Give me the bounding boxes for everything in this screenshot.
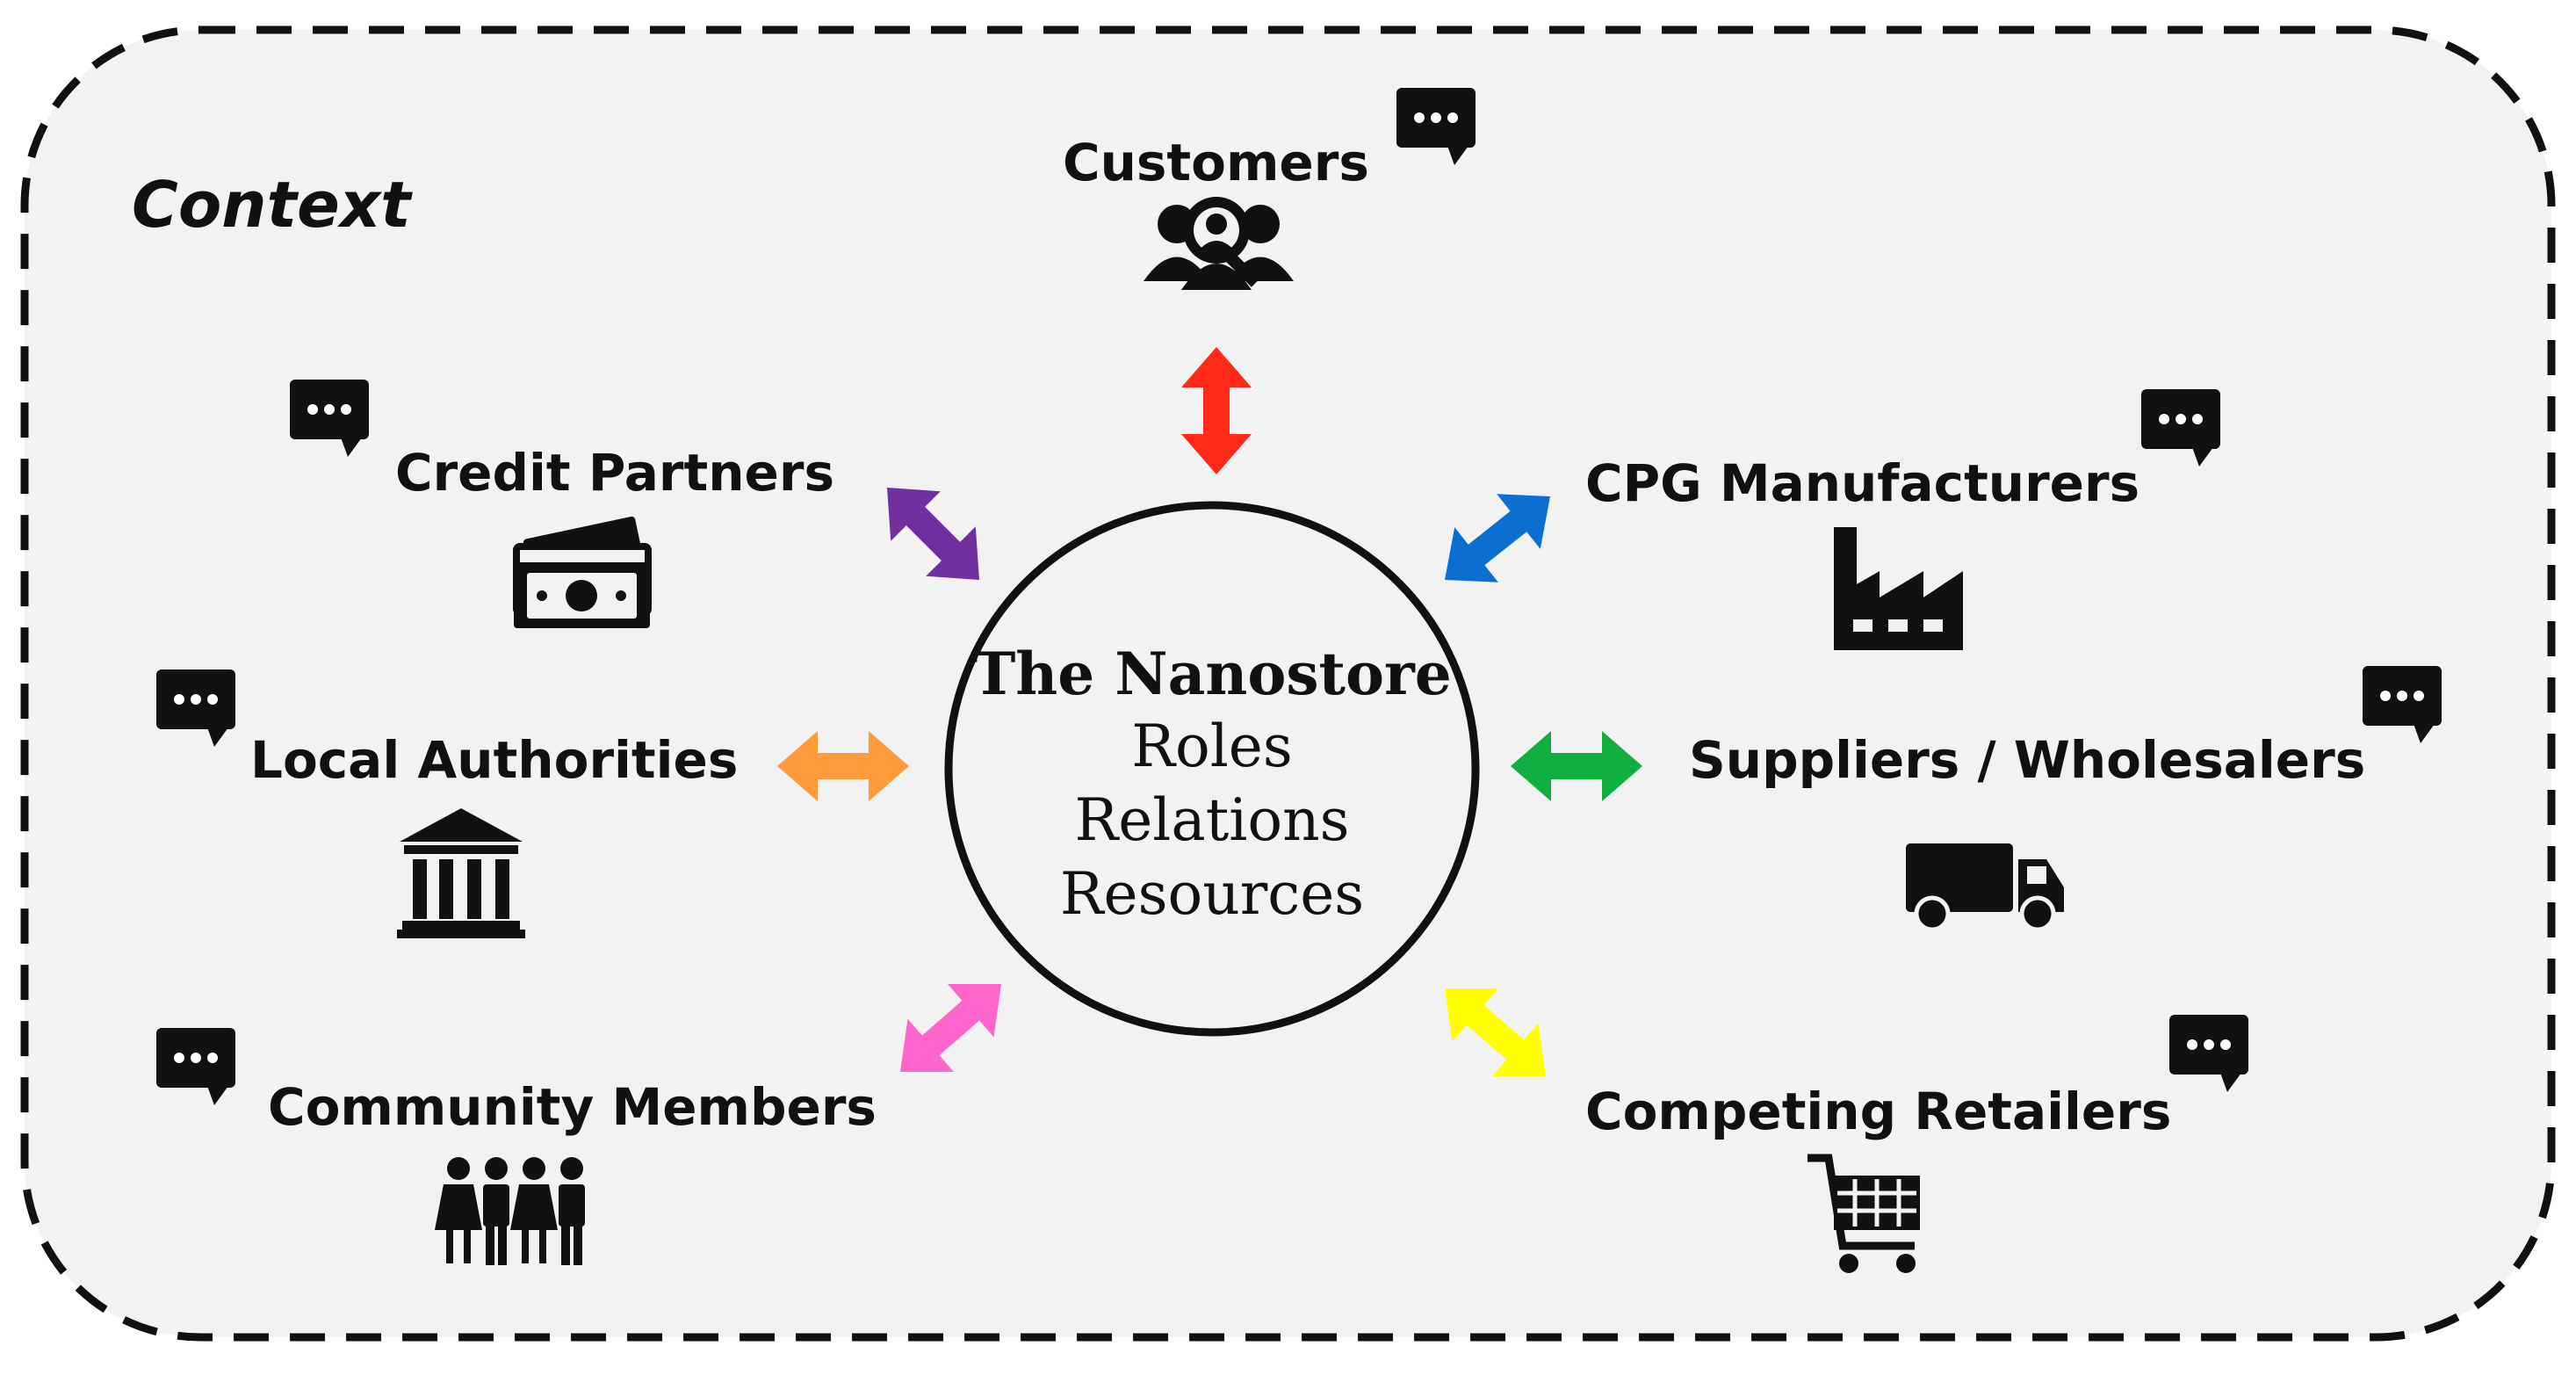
center-title: The Nanostore <box>972 640 1452 708</box>
government-building-icon <box>397 808 525 938</box>
cash-icon <box>513 516 652 628</box>
customer-search-icon <box>1144 197 1294 290</box>
factory-icon <box>1834 527 1963 650</box>
label-credit-partners: Credit Partners <box>395 443 834 503</box>
truck-icon <box>1906 843 2064 932</box>
arrow-local-authorities <box>777 731 909 801</box>
label-local-authorities: Local Authorities <box>250 730 738 790</box>
label-suppliers-wholesalers: Suppliers / Wholesalers <box>1689 730 2365 790</box>
nanostore-circle <box>944 501 1480 1037</box>
center-line-roles: Roles <box>1131 713 1292 780</box>
arrow-cpg-manufacturers <box>1445 494 1550 583</box>
center-line-relations: Relations <box>1075 786 1350 854</box>
people-icon <box>435 1157 585 1265</box>
arrow-customers <box>1181 347 1252 474</box>
arrow-competing-retailers <box>1445 988 1546 1076</box>
context-label: Context <box>132 168 413 242</box>
label-cpg-manufacturers: CPG Manufacturers <box>1585 453 2139 513</box>
label-community-members: Community Members <box>268 1077 877 1137</box>
arrow-community-members <box>900 984 1001 1072</box>
label-competing-retailers: Competing Retailers <box>1585 1082 2171 1141</box>
arrow-suppliers-wholesalers <box>1511 731 1642 801</box>
label-customers: Customers <box>1063 133 1369 192</box>
center-line-resources: Resources <box>1060 860 1364 928</box>
shopping-cart-icon <box>1808 1154 1920 1273</box>
arrow-credit-partners <box>887 488 979 580</box>
